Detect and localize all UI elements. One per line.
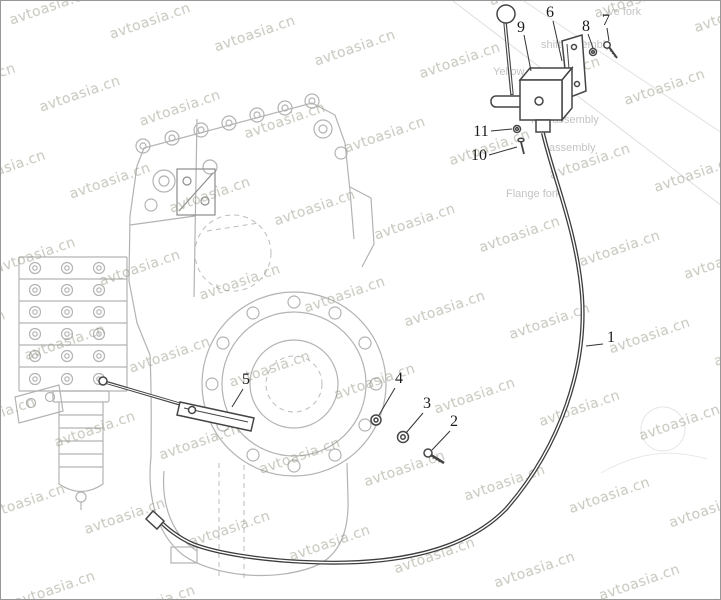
- lever-assembly: [490, 4, 618, 155]
- callout-1: 1: [607, 329, 615, 346]
- cable-top-fitting: [535, 119, 551, 133]
- small-fasteners: [370, 414, 445, 465]
- valve-body: [518, 65, 574, 123]
- washer-item-4: [370, 414, 382, 426]
- washer-item-3: [396, 430, 410, 444]
- callout-5: 5: [242, 371, 250, 388]
- callout-10: 10: [471, 147, 487, 164]
- callout-7: 7: [602, 12, 610, 29]
- cable-end-fitting: [144, 509, 166, 531]
- callout-2: 2: [450, 413, 458, 430]
- washer-item-11: [512, 124, 522, 134]
- callout-6: 6: [546, 4, 554, 21]
- lever-knob: [496, 4, 516, 24]
- bolt-item-2: [423, 448, 445, 465]
- callout-3: 3: [423, 395, 431, 412]
- control-cable: [144, 119, 585, 565]
- shift-linkage: [98, 376, 255, 432]
- callouts: 9 6 8 7 11 10 1 5 4 3 2: [231, 4, 615, 451]
- washer-item-8: [588, 47, 598, 57]
- clevis-plate: [176, 401, 255, 432]
- screw-item-10: [517, 137, 525, 155]
- callout-9: 9: [517, 19, 525, 36]
- callout-8: 8: [582, 18, 590, 35]
- callout-4: 4: [395, 370, 403, 387]
- bolt-item-7: [603, 41, 618, 59]
- callout-11: 11: [473, 123, 488, 140]
